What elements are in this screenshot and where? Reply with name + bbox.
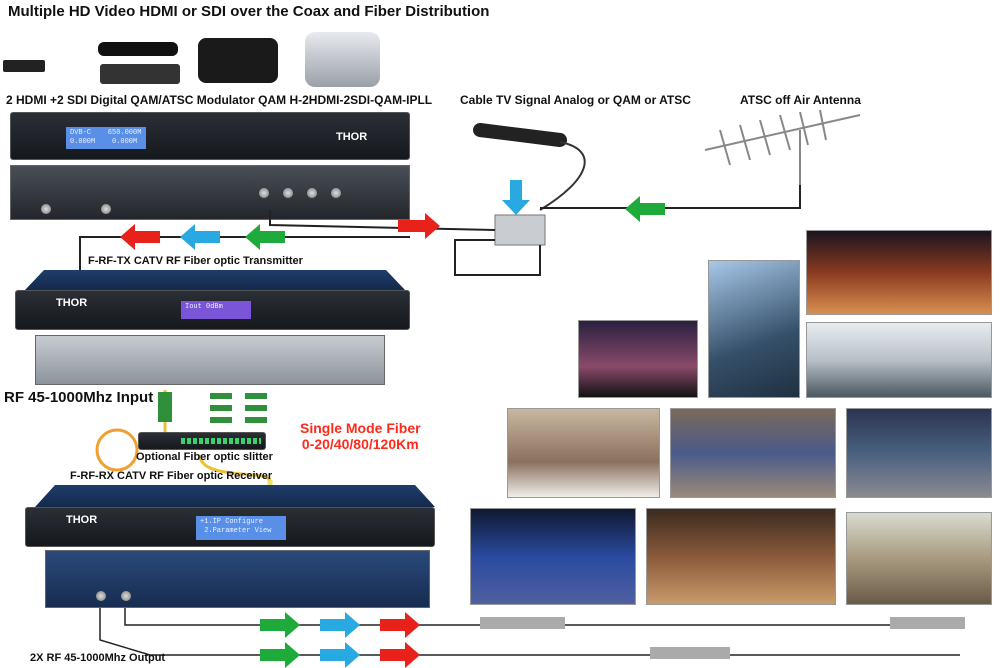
- output-label: 2X RF 45-1000Mhz Output: [30, 652, 166, 664]
- antenna-icon: [704, 109, 861, 185]
- lcd-line: DVB-C 650.000M: [70, 129, 142, 137]
- arrow-green: [260, 612, 300, 668]
- receiver-front: THOR +1.IP Configure 2.Parameter View: [25, 507, 435, 547]
- coax-cable: [473, 123, 567, 147]
- photo-hotel-room: [507, 408, 660, 498]
- fiber-type: Single Mode Fiber: [300, 420, 421, 436]
- transmitter-rear: [35, 335, 385, 385]
- transmitter-label: F-RF-TX CATV RF Fiber optic Transmitter: [88, 255, 303, 267]
- antenna-label: ATSC off Air Antenna: [740, 93, 861, 107]
- photo-classroom: [846, 512, 992, 605]
- fiber-distance: 0-20/40/80/120Km: [301, 436, 419, 452]
- coax-taps: [480, 617, 965, 659]
- photo-stadium: [470, 508, 636, 605]
- brand-logo: THOR: [66, 514, 98, 526]
- photo-concert: [578, 320, 698, 398]
- arrow-blue: [320, 612, 360, 668]
- fiber-connectors: [158, 392, 267, 423]
- arrow-red: [380, 612, 420, 668]
- photo-restaurant: [646, 508, 836, 605]
- arrow-blue: [502, 180, 530, 215]
- cable-label: Cable TV Signal Analog or QAM or ATSC: [460, 93, 691, 107]
- modulator-label: 2 HDMI +2 SDI Digital QAM/ATSC Modulator…: [6, 93, 433, 107]
- photo-mall: [670, 408, 836, 498]
- rf-input-label: RF 45-1000Mhz Input: [4, 389, 154, 406]
- receiver-rear: [45, 550, 430, 608]
- photo-airport: [846, 408, 992, 498]
- lcd-line: +1.IP Configure: [200, 518, 264, 526]
- brand-logo: THOR: [56, 297, 88, 309]
- photo-arena: [806, 230, 992, 315]
- receiver-label: F-RF-RX CATV RF Fiber optic Receiver: [70, 470, 273, 482]
- arrow-green: [245, 224, 285, 250]
- brand-logo: THOR: [336, 131, 368, 143]
- photo-control-room: [806, 322, 992, 398]
- fiber-patch-cord: [95, 428, 139, 472]
- lcd-line: Iout 0dBm: [181, 301, 251, 319]
- lcd-line: 2.Parameter View: [200, 527, 272, 535]
- coax-splitter: [494, 214, 546, 246]
- lcd-line: 0.000M 0.000M: [70, 138, 138, 146]
- arrow-red: [398, 213, 440, 239]
- arrow-green: [625, 196, 665, 222]
- photo-skyscraper: [708, 260, 800, 398]
- page-title: Multiple HD Video HDMI or SDI over the C…: [8, 3, 490, 20]
- transmitter-front: THOR Iout 0dBm: [15, 290, 410, 330]
- arrow-blue: [180, 224, 220, 250]
- splitter-label: Optional Fiber optic slitter: [136, 451, 273, 463]
- modulator-rear: [10, 165, 410, 220]
- arrow-red: [120, 224, 160, 250]
- fiber-splitter-device: [138, 432, 266, 450]
